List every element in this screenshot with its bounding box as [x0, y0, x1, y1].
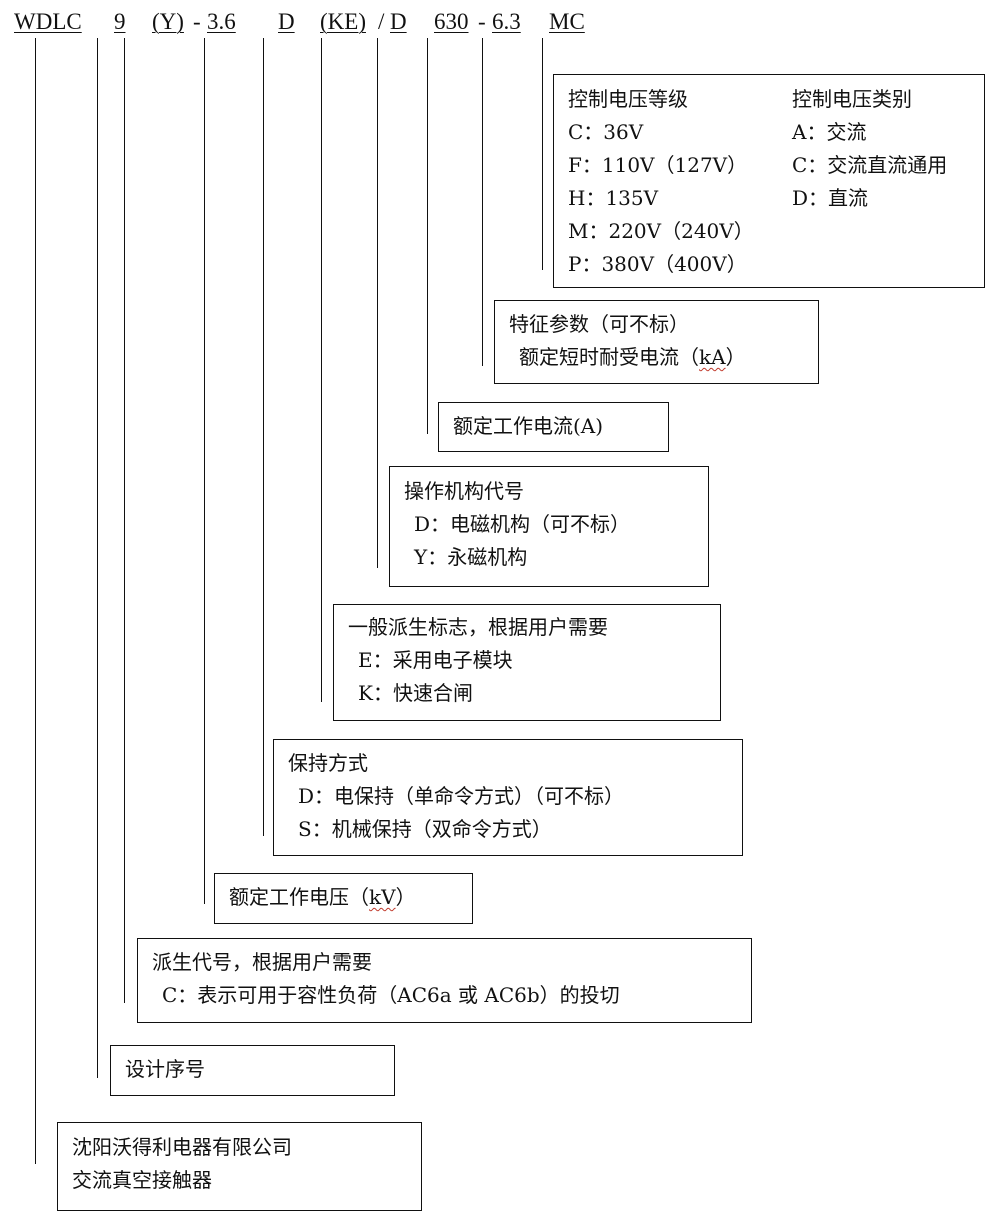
control-type-title: 控制电压类别 [792, 87, 912, 111]
general-item: K：快速合闸 [358, 681, 473, 705]
mechanism-item: Y：永磁机构 [414, 545, 528, 569]
design-number-box: 设计序号 [110, 1045, 395, 1096]
connector-control [542, 38, 543, 270]
control-type-item: C：交流直流通用 [792, 153, 948, 177]
control-voltage-item: H：135V [568, 186, 659, 210]
code-dash-1: - [193, 9, 201, 34]
company-box: 沈阳沃得利电器有限公司 交流真空接触器 [57, 1122, 422, 1211]
connector-derive [124, 38, 125, 1003]
code-general: (KE) [320, 9, 366, 34]
mechanism-item: D：电磁机构（可不标） [414, 512, 631, 536]
general-item: E：采用电子模块 [358, 648, 513, 672]
control-voltage-column: 控制电压等级 C：36V F：110V（127V） H：135V M：220V（… [568, 83, 970, 281]
control-voltage-item: F：110V（127V） [568, 153, 748, 177]
control-voltage-box: 控制电压等级 C：36V F：110V（127V） H：135V M：220V（… [553, 74, 985, 288]
rated-current-box: 额定工作电流(A) [438, 402, 669, 452]
connector-current [427, 38, 428, 434]
code-current: 630 [434, 9, 469, 34]
product-name: 交流真空接触器 [72, 1168, 212, 1192]
control-type-item: A：交流 [792, 120, 867, 144]
derive-item: C：表示可用于容性负荷（AC6a 或 AC6b）的投切 [162, 983, 620, 1007]
code-series: WDLC [14, 9, 82, 34]
rated-voltage-unit: kV [369, 885, 396, 909]
feature-title: 特征参数（可不标） [509, 312, 689, 336]
control-voltage-item: P：380V（400V） [568, 252, 747, 276]
rated-current-title: 额定工作电流(A) [453, 414, 604, 438]
code-mechanism: D [390, 9, 407, 34]
code-hold: D [278, 9, 295, 34]
derivative-code-box: 派生代号，根据用户需要 C：表示可用于容性负荷（AC6a 或 AC6b）的投切 [137, 938, 752, 1023]
connector-mechanism [377, 38, 378, 568]
rated-voltage-title: 额定工作电压（kV） [229, 885, 416, 909]
code-dash-2: - [478, 9, 486, 34]
design-title: 设计序号 [125, 1057, 205, 1081]
hold-item: D：电保持（单命令方式）（可不标） [298, 784, 625, 808]
mechanism-title: 操作机构代号 [404, 479, 524, 503]
hold-title: 保持方式 [288, 751, 368, 775]
general-title: 一般派生标志，根据用户需要 [348, 615, 608, 639]
control-voltage-item: M：220V（240V） [568, 219, 754, 243]
connector-short-current [482, 38, 483, 366]
code-short-current: 6.3 [492, 9, 521, 34]
code-voltage: 3.6 [207, 9, 236, 34]
control-type-column: 控制电压类别 A：交流 C：交流直流通用 D：直流 [792, 83, 947, 215]
connector-general [321, 38, 322, 702]
control-voltage-title: 控制电压等级 [568, 87, 688, 111]
code-slash: / [378, 9, 385, 34]
derive-title: 派生代号，根据用户需要 [152, 950, 372, 974]
company-name: 沈阳沃得利电器有限公司 [72, 1135, 292, 1159]
connector-design-no [97, 38, 98, 1078]
feature-line: 额定短时耐受电流（kA） [519, 345, 746, 369]
rated-voltage-box: 额定工作电压（kV） [214, 873, 473, 924]
general-derivative-box: 一般派生标志，根据用户需要 E：采用电子模块 K：快速合闸 [333, 604, 721, 721]
connector-hold [263, 38, 264, 836]
hold-item: S：机械保持（双命令方式） [298, 817, 552, 841]
code-control: MC [549, 9, 585, 34]
connector-series [35, 38, 36, 1164]
control-voltage-item: C：36V [568, 120, 644, 144]
code-derive: (Y) [152, 9, 184, 34]
feature-unit: kA [699, 345, 726, 369]
mechanism-box: 操作机构代号 D：电磁机构（可不标） Y：永磁机构 [389, 466, 709, 587]
hold-mode-box: 保持方式 D：电保持（单命令方式）（可不标） S：机械保持（双命令方式） [273, 739, 743, 856]
control-type-item: D：直流 [792, 186, 869, 210]
connector-voltage [204, 38, 205, 904]
feature-parameter-box: 特征参数（可不标） 额定短时耐受电流（kA） [494, 300, 819, 384]
code-design-no: 9 [114, 9, 126, 34]
